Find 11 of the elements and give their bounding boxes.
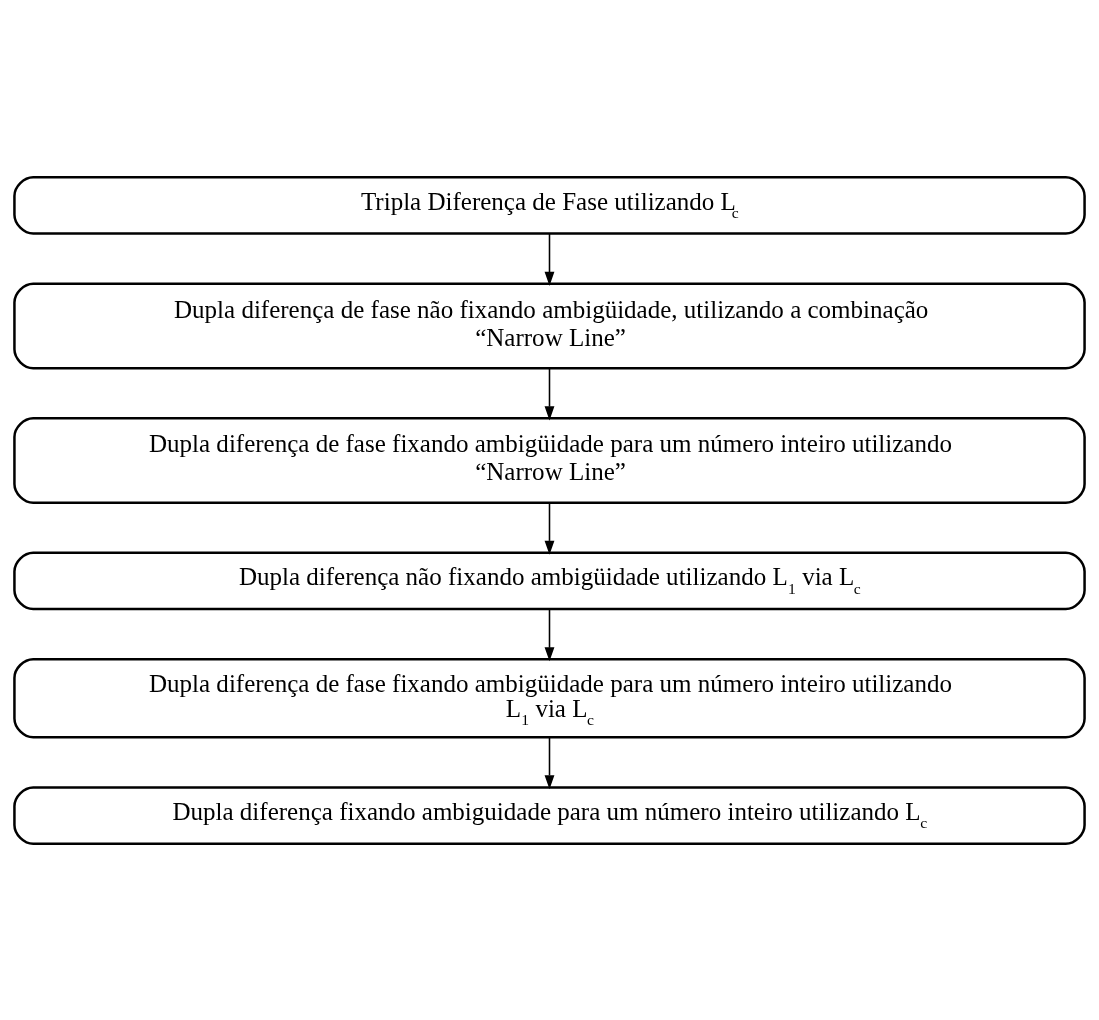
arrow (544, 232, 555, 286)
arrow (544, 501, 555, 555)
arrow (544, 608, 555, 661)
node-box: Dupla diferença não fixando ambigüidade utilizando L$_{1}$ via L$_{c}$ (13, 551, 1086, 610)
node-box: Dupla diferença de fase não fixando ambigüidade, utilizando a combinação “Narrow Line” (13, 281, 1086, 369)
node-box: Dupla diferença fixando ambiguidade para um número inteiro utilizando L$_{c}$ (13, 785, 1086, 845)
node-box: Dupla diferença de fase fixando ambigüidade para um número inteiro utilizando “Narrow Line” (13, 416, 1086, 504)
arrow (544, 736, 555, 789)
arrow (544, 367, 555, 420)
node-box: Dupla diferença de fase fixando ambigüidade para um número inteiro utilizando L$_{1}$ via L$_{c}$ (13, 657, 1086, 739)
node-box: Tripla Diferença de Fase utilizando L$_{c}$ (13, 175, 1086, 235)
